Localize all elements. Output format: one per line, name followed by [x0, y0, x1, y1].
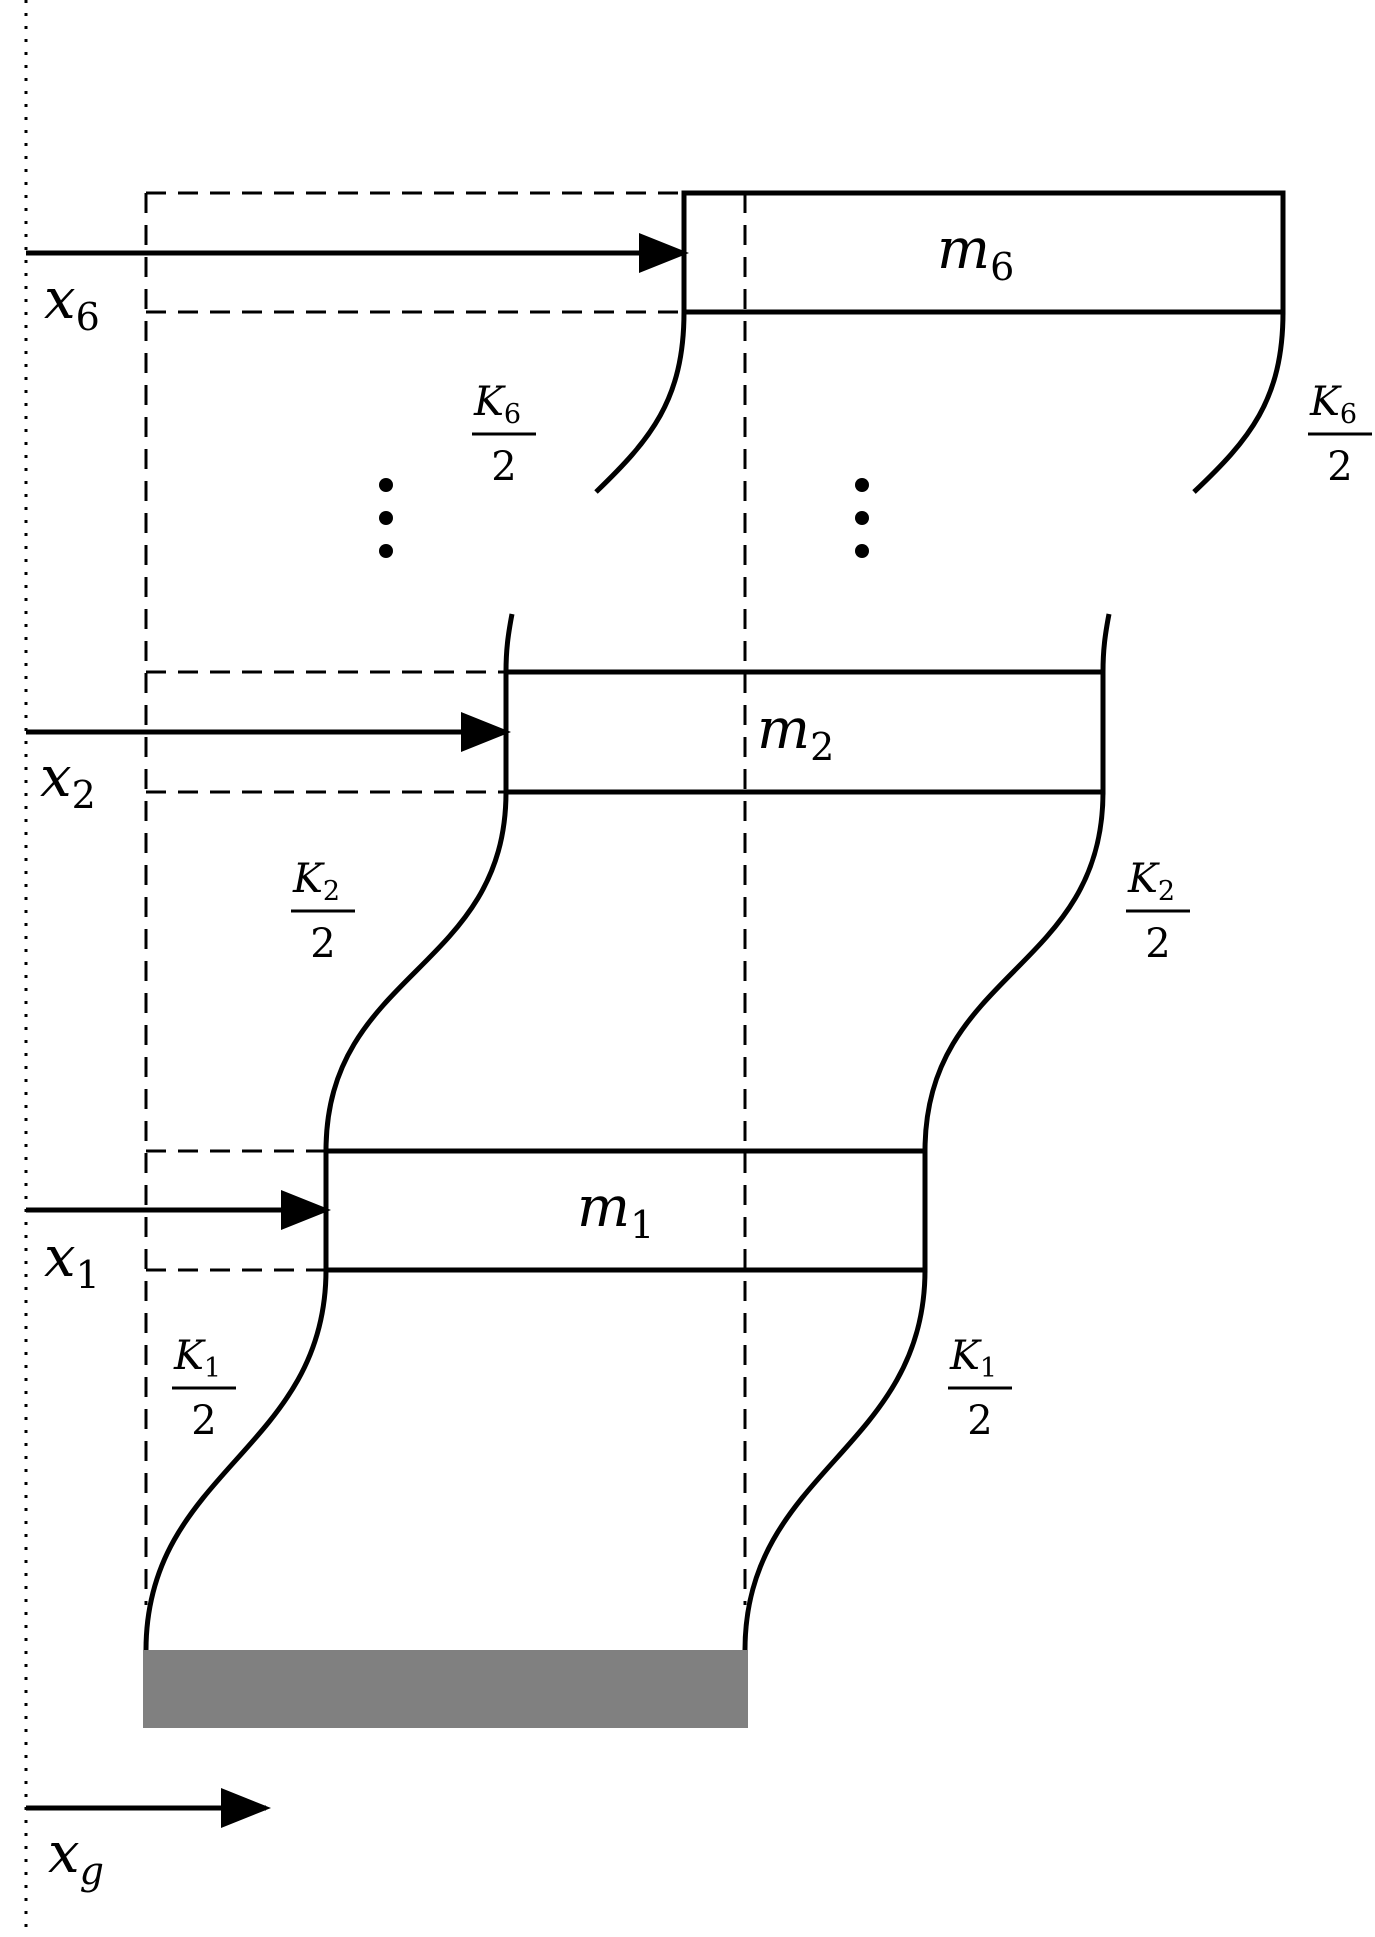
- svg-text:2: 2: [1145, 921, 1170, 967]
- mass-label-m1: m1: [577, 1175, 654, 1247]
- svg-text:K1: K1: [173, 1333, 221, 1384]
- displacement-label-x6: x6: [44, 267, 100, 339]
- vertical-ellipsis-left: [379, 478, 393, 558]
- stiffness-label-k1-left: K1 2: [172, 1333, 236, 1444]
- vertical-ellipsis-right: [855, 478, 869, 558]
- column-k2-right: [922, 791, 1106, 1152]
- displacement-label-x1: x1: [44, 1225, 100, 1297]
- column-k1-right: [742, 1269, 928, 1651]
- displacement-label-x2: x2: [40, 745, 96, 817]
- column-k6-right: [1192, 311, 1286, 494]
- svg-text:2: 2: [1327, 444, 1352, 490]
- svg-text:K2: K2: [1127, 856, 1175, 907]
- column-stub-right: [1100, 613, 1112, 673]
- svg-text:K6: K6: [1309, 379, 1357, 430]
- mass-label-m6: m6: [937, 217, 1014, 289]
- svg-text:2: 2: [191, 1398, 216, 1444]
- column-stub-left: [503, 613, 515, 673]
- ground-base: [143, 1650, 748, 1728]
- svg-text:2: 2: [310, 921, 335, 967]
- stiffness-label-k6-left: K6 2: [472, 379, 536, 490]
- column-k6-left: [594, 311, 687, 494]
- svg-text:2: 2: [967, 1398, 992, 1444]
- stiffness-label-k6-right: K6 2: [1308, 379, 1372, 490]
- displacement-label-xg: xg: [48, 1821, 104, 1893]
- column-k2-left: [323, 791, 509, 1152]
- stiffness-label-k1-right: K1 2: [948, 1333, 1012, 1444]
- svg-text:2: 2: [491, 444, 516, 490]
- column-k1-left: [143, 1269, 329, 1651]
- svg-text:K1: K1: [949, 1333, 997, 1384]
- stiffness-label-k2-left: K2 2: [291, 856, 355, 967]
- svg-text:K2: K2: [292, 856, 340, 907]
- stiffness-label-k2-right: K2 2: [1126, 856, 1190, 967]
- svg-text:K6: K6: [473, 379, 521, 430]
- mass-label-m2: m2: [757, 697, 834, 769]
